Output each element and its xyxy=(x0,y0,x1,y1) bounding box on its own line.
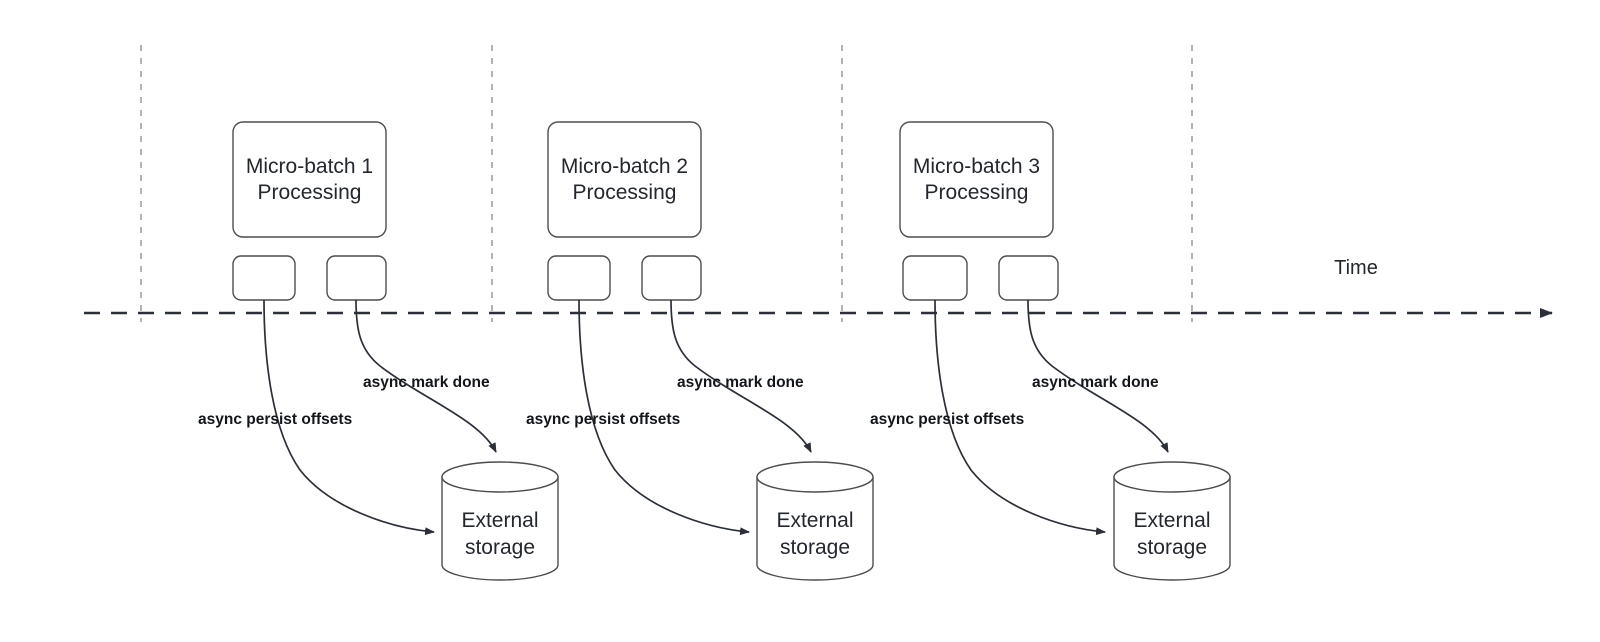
batch-3-task-b-box[interactable] xyxy=(998,255,1059,301)
storage-2-body xyxy=(756,476,874,581)
batch-3-persist-arrow xyxy=(934,299,1106,536)
batch-3-task-a-box[interactable] xyxy=(902,255,968,301)
batch-3-markdone-arrow xyxy=(1027,299,1169,453)
batch-2-task-b-box[interactable] xyxy=(641,255,702,301)
batch-2-box[interactable] xyxy=(547,121,702,238)
batch-2-markdone-arrow xyxy=(670,299,812,453)
batch-1-markdone-label: async mark done xyxy=(363,374,490,391)
batch-2-task-a-box[interactable] xyxy=(547,255,611,301)
batch-1-persist-arrow xyxy=(263,299,435,536)
storage-1-line2: storage xyxy=(465,536,535,559)
storage-2-line1: External xyxy=(776,509,853,532)
batch-2-persist-arrow xyxy=(578,299,750,536)
storage-2-top xyxy=(756,461,874,493)
storage-3-top xyxy=(1113,461,1231,493)
batch-2-title-line1: Micro-batch 2 xyxy=(561,155,688,178)
batch-1-group: Micro-batch 1 Processing async persist o… xyxy=(198,121,559,581)
batch-3-box[interactable] xyxy=(899,121,1054,238)
batch-1-box[interactable] xyxy=(232,121,387,238)
storage-3-body xyxy=(1113,476,1231,581)
batch-1-title-line2: Processing xyxy=(258,181,362,204)
batch-2-persist-label: async persist offsets xyxy=(526,411,680,428)
batch-2-markdone-label: async mark done xyxy=(677,374,804,391)
storage-3-line2: storage xyxy=(1137,536,1207,559)
batch-1-task-a-box[interactable] xyxy=(232,255,296,301)
storage-3-line1: External xyxy=(1133,509,1210,532)
batch-3-persist-label: async persist offsets xyxy=(870,411,1024,428)
time-axis: Time xyxy=(84,257,1553,318)
batch-1-title-line1: Micro-batch 1 xyxy=(246,155,373,178)
batch-3-markdone-label: async mark done xyxy=(1032,374,1159,391)
storage-1-body xyxy=(441,476,559,581)
batch-2-title-line2: Processing xyxy=(573,181,677,204)
storage-3-cylinder[interactable]: External storage xyxy=(1113,461,1231,581)
storage-1-line1: External xyxy=(461,509,538,532)
storage-2-cylinder[interactable]: External storage xyxy=(756,461,874,581)
batch-3-group: Micro-batch 3 Processing async persist o… xyxy=(870,121,1231,581)
batch-2-group: Micro-batch 2 Processing async persist o… xyxy=(526,121,874,581)
batch-1-task-b-box[interactable] xyxy=(326,255,387,301)
storage-2-line2: storage xyxy=(780,536,850,559)
storage-1-cylinder[interactable]: External storage xyxy=(441,461,559,581)
batch-3-title-line1: Micro-batch 3 xyxy=(913,155,1040,178)
storage-1-top xyxy=(441,461,559,493)
time-axis-label: Time xyxy=(1334,257,1378,279)
batch-3-title-line2: Processing xyxy=(925,181,1029,204)
batch-1-persist-label: async persist offsets xyxy=(198,411,352,428)
batch-1-markdone-arrow xyxy=(355,299,497,453)
